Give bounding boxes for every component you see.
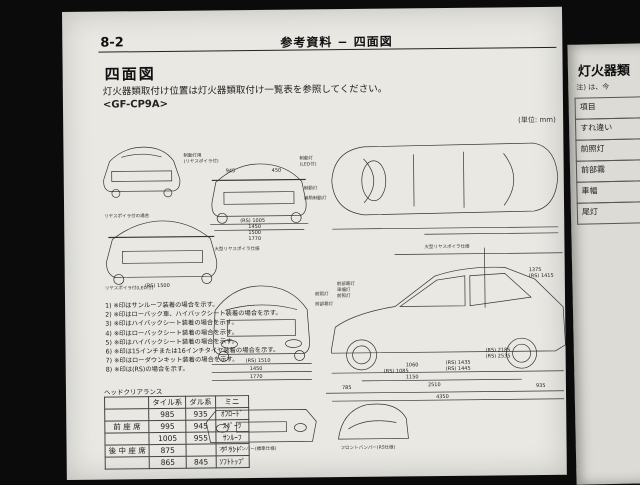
dim-side-h1: 1375 (529, 267, 542, 273)
ann-side-b: (LED付) (300, 160, 317, 167)
table-row: 985 935 ｵﾌﾛｰﾄﾞ (104, 407, 249, 422)
top-view (331, 142, 559, 235)
table-row: 865 845 ｿﾌﾄﾄｯﾌﾟ (105, 455, 250, 470)
notes-list: 1) ※印はサンルーフ装着の場合を示す。 2) ※印はローバック車、ハイバックシ… (105, 300, 282, 375)
dim-side-d7: (RS) 2535 (486, 353, 511, 359)
table-row: 項目 (574, 96, 640, 120)
right-page-table: 項目 すれ違い 前照灯 前部霧 車幅 尾灯 (574, 96, 640, 225)
table-row: 前照灯 (575, 138, 640, 162)
dim-rear-w1: 945 (226, 168, 236, 174)
dim-front-w3: 1770 (250, 374, 263, 380)
dim-rear-w5: 1770 (248, 236, 261, 242)
dim-side-d2: 1150 (406, 374, 419, 380)
ann-side-lamp-b: 車幅灯 (337, 286, 351, 293)
dim-rear-w3: 1450 (248, 224, 261, 230)
manual-page: 8-2 参考資料 − 四面図 四面図 灯火器類取付け位置は灯火器類取付け一覧表を… (62, 6, 567, 480)
dim-side-d4: (RS) 1435 (446, 360, 471, 366)
ann-rear-left: リヤスポイラ付の場合 (104, 212, 150, 219)
dim-front-w1: (RS) 1510 (246, 358, 271, 364)
table-row: 前 座 席 995 945 ｽﾎﾟｰﾂ (104, 419, 249, 434)
ann-front-label: リヤスポイラ付(LED付) (105, 284, 154, 292)
dim-side-d5: (RS) 1445 (446, 366, 471, 372)
rear-view-spoiler (210, 163, 309, 231)
headlight-table: タイル系 ダル系 ミニ 985 935 ｵﾌﾛｰﾄﾞ 前 座 席 995 945… (104, 395, 250, 470)
right-page-title: 灯火器類 (577, 63, 631, 80)
right-page-subtitle: 注) は、今 (576, 83, 610, 92)
ann-bumper1: フロントバンパー(標準仕様) (219, 445, 277, 453)
table-row: 車幅 (576, 180, 640, 204)
ann-side-lamp-a: 前部霧灯 (337, 280, 356, 287)
dim-rear-mid2: (RS) 1500 (145, 283, 170, 289)
headlight-table-title: ヘッドクリアランス (103, 387, 163, 397)
ann-rear-right-a: 制動灯 (304, 184, 318, 191)
ann-rear-right-b: 補助制動灯 (304, 194, 327, 201)
ann-side-lamp-c: 前照灯 (337, 292, 351, 299)
ann-side-top: 大型リヤスポイラ仕様 (424, 243, 470, 250)
table-row: 尾灯 (576, 201, 640, 225)
right-page: 灯火器類 注) は、今 項目 すれ違い 前照灯 前部霧 車幅 尾灯 (567, 43, 640, 485)
bumper-rs (338, 403, 409, 440)
table-row: 前部霧 (575, 159, 640, 183)
dim-rear-w2: 450 (272, 168, 282, 174)
front-view (211, 285, 312, 381)
table-row: 1005 955 ｻﾝﾙｰﾌ (104, 431, 249, 446)
ann-front-label2: 前部霧灯 (315, 300, 334, 307)
dim-rear-w4: 1500 (248, 230, 261, 236)
ann-rear-top-a: 制動灯用 (183, 152, 201, 159)
table-row: タイル系 ダル系 ミニ (104, 395, 249, 410)
dim-rear-mid: (RS) 1005 (240, 218, 265, 224)
rear-view-large (106, 220, 218, 285)
dim-side-d1: 1060 (406, 362, 419, 368)
dim-side-f: 785 (342, 385, 352, 391)
bumper-standard (205, 409, 317, 443)
dim-side-len: 4350 (436, 394, 449, 400)
dim-side-wb: 2510 (428, 382, 441, 388)
ann-front-lamp: 前照灯 (315, 290, 329, 297)
dim-side-d6: (RS) 2185 (486, 347, 511, 353)
table-row: 後 中 座 席 875 ｸﾞﾗﾝﾄﾞ (105, 443, 250, 458)
four-view-drawing: 制動灯用 (リヤスポイラ付) リヤスポイラ付の場合 制動灯 (LED付) 制動灯… (103, 142, 566, 453)
table-row: すれ違い (574, 117, 640, 141)
note-item: 8) ※印は(RS)の場合を示す。 (105, 366, 189, 374)
ann-side-a: 制動灯 (300, 154, 314, 161)
ann-rear-bottom: 大型リヤスポイラ仕様 (214, 245, 260, 252)
rear-view-small (103, 146, 181, 198)
side-view (326, 247, 566, 402)
dim-front-w2: 1450 (250, 366, 263, 372)
dim-side-d3: (RS) 1085 (384, 368, 409, 374)
dim-side-h2: (RS) 1415 (529, 273, 554, 279)
ann-bumper2: フロントバンパー(RS仕様) (341, 444, 396, 452)
dim-side-r: 935 (536, 383, 546, 389)
ann-rear-top-b: (リヤスポイラ付) (184, 157, 219, 164)
